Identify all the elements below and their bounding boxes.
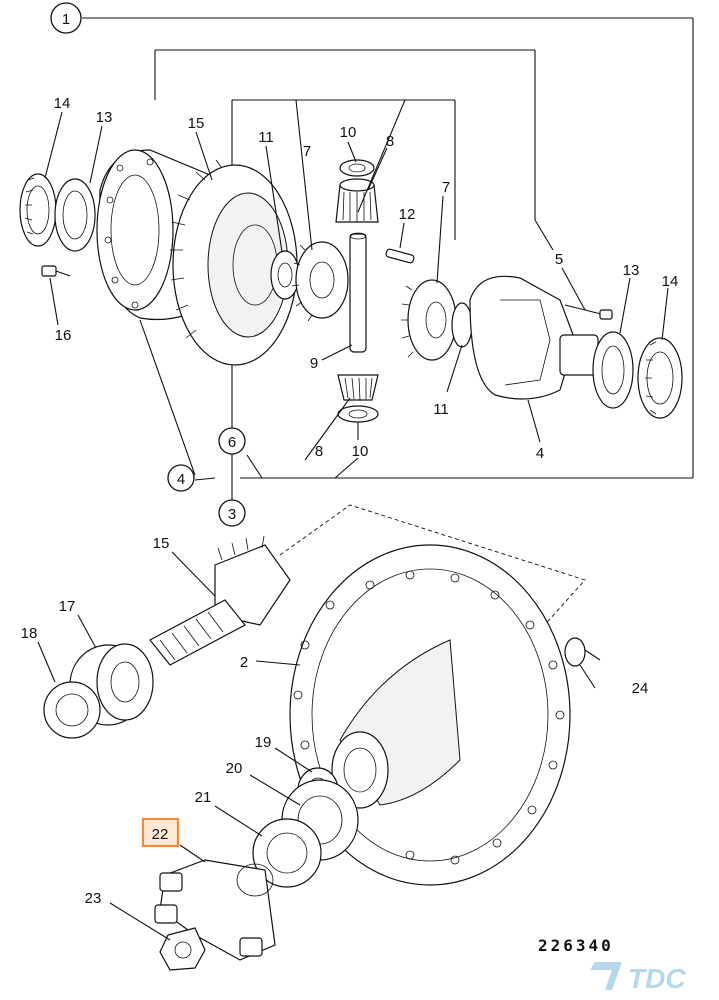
callout-22-label: 22	[152, 826, 169, 843]
callout-16: 16	[55, 327, 72, 344]
bolt-5	[564, 304, 613, 320]
callout-7-left: 7	[303, 143, 311, 160]
callout-4-circled: 4	[167, 464, 195, 492]
callout-15-crown-wheel: 15	[188, 115, 205, 132]
side-gear-11-left	[270, 250, 300, 300]
cross-shaft-9	[349, 232, 367, 353]
callout-19: 19	[255, 734, 272, 751]
seal-18	[43, 681, 101, 739]
callout-8-top: 8	[386, 133, 394, 150]
callout-6-label: 6	[228, 434, 236, 451]
reference-number: 226340	[538, 936, 614, 955]
bearing-13-right	[592, 331, 634, 409]
callout-10-bottom: 10	[352, 443, 369, 460]
nut-23	[159, 927, 206, 971]
callout-4-housing: 4	[536, 445, 544, 462]
bolt-16	[41, 265, 71, 277]
breather-24	[564, 637, 601, 667]
callout-22-highlighted: 22	[141, 817, 180, 848]
callout-4-label: 4	[177, 471, 185, 488]
bearing-13-left	[54, 178, 96, 252]
flange-yoke-22	[154, 859, 276, 961]
frame-lines	[82, 17, 694, 479]
callout-3: 3	[218, 499, 246, 527]
callout-5: 5	[555, 251, 563, 268]
callout-15-pinion: 15	[153, 535, 170, 552]
washer-10-top	[339, 159, 375, 177]
axle-housing-2	[289, 544, 571, 886]
carrier-housing-4	[469, 275, 599, 400]
callout-3-label: 3	[228, 506, 236, 523]
pinion-8-bottom	[337, 374, 379, 401]
side-gear-7-left	[291, 241, 349, 322]
drive-pinion-15	[149, 535, 291, 666]
side-gear-7-right	[401, 279, 457, 361]
washer-10-bottom	[337, 405, 379, 423]
tdc-logo-text: TDC	[628, 963, 686, 994]
callout-24: 24	[632, 680, 649, 697]
callout-13-top-left: 13	[96, 109, 113, 126]
callout-20: 20	[226, 760, 243, 777]
bearing-14-left	[19, 173, 57, 247]
callout-23: 23	[85, 890, 102, 907]
leader-lines	[37, 99, 669, 941]
callout-11-left: 11	[258, 129, 274, 146]
callout-10-top: 10	[340, 124, 357, 141]
callout-18: 18	[21, 625, 38, 642]
callout-1: 1	[50, 2, 82, 34]
crown-wheel-15	[170, 159, 298, 366]
callout-21: 21	[195, 789, 212, 806]
callout-14-right: 14	[662, 273, 679, 290]
callout-12: 12	[399, 206, 416, 223]
callout-14-top-left: 14	[54, 95, 71, 112]
callout-7-right: 7	[442, 179, 450, 196]
tdc-logo: TDC	[590, 962, 686, 994]
pin-12	[385, 248, 415, 264]
side-gear-11-right	[451, 302, 473, 348]
callout-1-label: 1	[62, 11, 70, 28]
callout-11-right: 11	[433, 401, 449, 418]
bearing-14-right	[637, 337, 683, 419]
pinion-8-top	[335, 178, 379, 223]
callout-17: 17	[59, 598, 76, 615]
callout-13-right: 13	[623, 262, 640, 279]
callout-9: 9	[310, 355, 318, 372]
callout-2: 2	[240, 654, 248, 671]
callout-6: 6	[218, 427, 246, 455]
seal-21	[252, 818, 322, 888]
callout-8-bottom: 8	[315, 443, 323, 460]
tdc-logo-mark	[590, 962, 622, 990]
